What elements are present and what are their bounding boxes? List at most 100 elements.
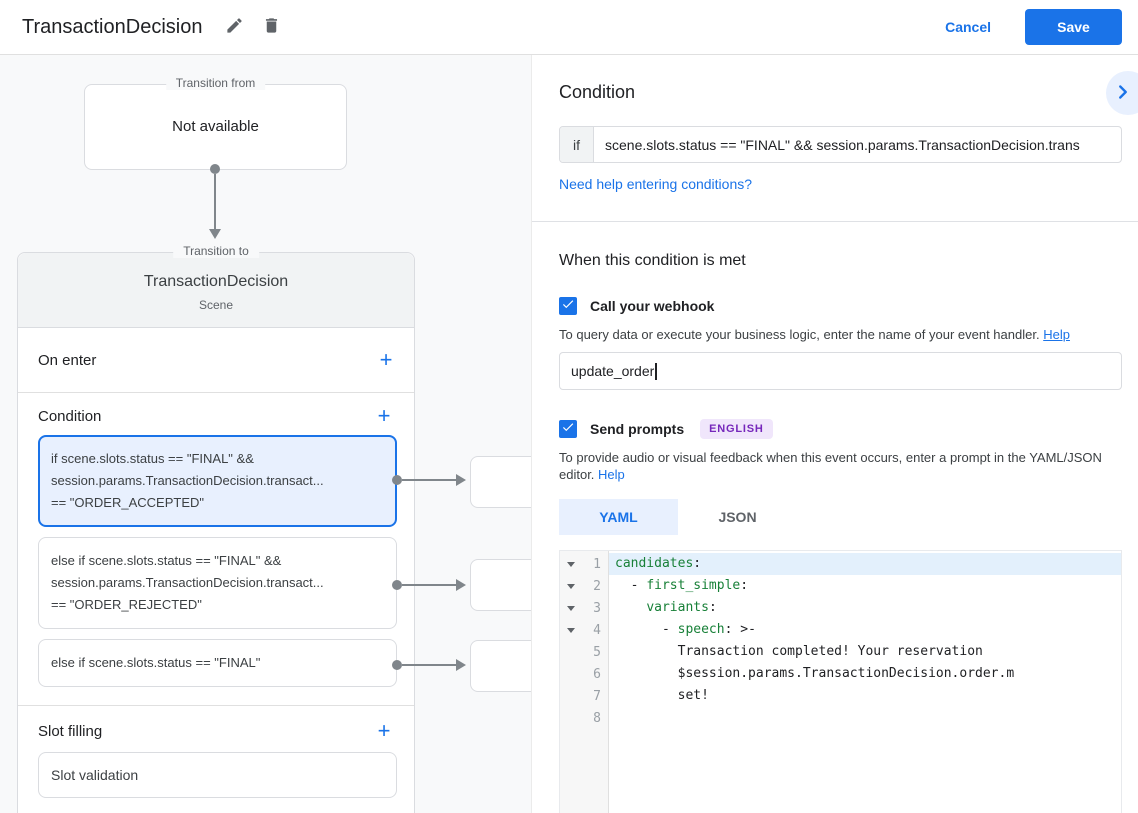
connector-line [214, 174, 216, 230]
add-condition-button[interactable]: + [371, 403, 397, 429]
line-number: 3 [593, 600, 601, 616]
transition-from-value: Not available [172, 118, 259, 135]
language-badge: ENGLISH [700, 419, 773, 439]
condition-line: == "ORDER_ACCEPTED" [51, 495, 204, 510]
scene-diagram: Transition from Not available Transition… [0, 55, 531, 813]
conditions-help-link[interactable]: Need help entering conditions? [559, 176, 753, 192]
line-number: 7 [593, 688, 601, 704]
edit-scene-button[interactable] [216, 10, 253, 44]
code-token-plain: set! [615, 688, 709, 703]
add-on-enter-button[interactable]: + [373, 347, 399, 373]
fold-arrow-icon[interactable] [567, 583, 575, 589]
arrow-down-icon [209, 229, 221, 239]
condition-expression-value[interactable]: scene.slots.status == "FINAL" && session… [605, 136, 1080, 153]
slot-validation-card[interactable]: Slot validation [38, 752, 397, 798]
prompts-description-text: To provide audio or visual feedback when… [559, 450, 1102, 482]
webhook-description: To query data or execute your business l… [559, 326, 1122, 343]
code-line-6[interactable]: 6 $session.params.TransactionDecision.or… [560, 663, 1121, 685]
condition-detail-panel: Condition if scene.slots.status == "FINA… [531, 55, 1138, 813]
content: Transition from Not available Transition… [0, 55, 1138, 813]
if-prefix: if [560, 127, 594, 162]
webhook-checkbox[interactable] [559, 297, 577, 315]
pencil-icon [225, 16, 244, 38]
condition-3-dot [392, 660, 402, 670]
line-number: 4 [593, 622, 601, 638]
slot-filling-head: Slot filling + [38, 712, 397, 750]
scene-name: TransactionDecision [143, 273, 289, 290]
trash-icon [262, 16, 281, 38]
code-text: Transaction completed! Your reservation [609, 641, 1121, 663]
condition-card-accepted[interactable]: if scene.slots.status == "FINAL" && sess… [38, 435, 397, 527]
collapse-panel-button[interactable] [1106, 71, 1138, 115]
condition-card-final[interactable]: else if scene.slots.status == "FINAL" [38, 639, 397, 687]
delete-scene-button[interactable] [253, 10, 290, 44]
condition-line: else if scene.slots.status == "FINAL" && [51, 553, 282, 568]
code-line-7[interactable]: 7 set! [560, 685, 1121, 707]
condition-card-rejected[interactable]: else if scene.slots.status == "FINAL" &&… [38, 537, 397, 629]
editor-format-tabs: YAML JSON [559, 499, 1122, 535]
condition-expression-field[interactable]: if scene.slots.status == "FINAL" && sess… [559, 126, 1122, 163]
prompts-help-link[interactable]: Help [598, 467, 625, 482]
tab-json[interactable]: JSON [718, 509, 757, 525]
condition-2-line [402, 584, 456, 586]
code-token-plain: Transaction completed! Your reservation [615, 644, 983, 659]
gutter-cell: 2 [560, 579, 609, 594]
transition-from-label: Transition from [165, 76, 266, 90]
when-condition-met-title: When this condition is met [559, 252, 746, 269]
code-text: - speech: >- [609, 619, 1121, 641]
condition-2-dot [392, 580, 402, 590]
code-token-plain: : >- [724, 622, 756, 637]
transition-target-box-1[interactable] [470, 456, 531, 508]
prompts-checkbox[interactable] [559, 420, 577, 438]
condition-line: else if scene.slots.status == "FINAL" [51, 655, 261, 670]
transition-target-box-2[interactable] [470, 559, 531, 611]
page-title: TransactionDecision [22, 15, 203, 38]
code-line-4[interactable]: 4 - speech: >- [560, 619, 1121, 641]
transition-target-box-3[interactable] [470, 640, 531, 692]
text-caret [655, 362, 657, 380]
line-number: 5 [593, 644, 601, 660]
condition-line: == "ORDER_REJECTED" [51, 597, 202, 612]
condition-section: Condition + if scene.slots.status == "FI… [18, 393, 414, 706]
scene-card-header[interactable]: TransactionDecision Scene [18, 253, 414, 328]
gutter-cell: 6 [560, 667, 609, 682]
editor-gutter [560, 551, 609, 813]
code-line-8[interactable]: 8 [560, 707, 1121, 729]
code-text: set! [609, 685, 1121, 707]
condition-3-line [402, 664, 456, 666]
save-button[interactable]: Save [1025, 9, 1122, 45]
condition-line: session.params.TransactionDecision.trans… [51, 473, 324, 488]
fold-arrow-icon[interactable] [567, 605, 575, 611]
cancel-button[interactable]: Cancel [945, 19, 991, 35]
code-line-5[interactable]: 5 Transaction completed! Your reservatio… [560, 641, 1121, 663]
prompts-checkbox-row: Send prompts ENGLISH [559, 419, 1122, 439]
code-line-3[interactable]: 3 variants: [560, 597, 1121, 619]
transition-to-label: Transition to [173, 244, 259, 258]
event-handler-input[interactable]: update_order [559, 352, 1122, 390]
fold-arrow-icon[interactable] [567, 561, 575, 567]
webhook-description-text: To query data or execute your business l… [559, 327, 1040, 342]
add-slot-button[interactable]: + [371, 718, 397, 744]
prompts-description: To provide audio or visual feedback when… [559, 449, 1122, 483]
gutter-cell: 4 [560, 623, 609, 638]
line-number: 6 [593, 666, 601, 682]
condition-section-head: Condition + [38, 397, 397, 435]
event-handler-value: update_order [571, 363, 655, 379]
line-number: 8 [593, 710, 601, 726]
code-token-plain: $session.params.TransactionDecision.orde… [615, 666, 1015, 681]
condition-section-label: Condition [38, 407, 102, 425]
webhook-help-link[interactable]: Help [1043, 327, 1070, 342]
condition-line: session.params.TransactionDecision.trans… [51, 575, 324, 590]
gutter-cell: 5 [560, 645, 609, 660]
section-divider [532, 221, 1138, 222]
checkmark-icon [561, 297, 575, 316]
code-line-2[interactable]: 2 - first_simple: [560, 575, 1121, 597]
tab-yaml[interactable]: YAML [559, 499, 678, 535]
top-bar-actions: Cancel Save [945, 9, 1122, 45]
connector-dot [210, 164, 220, 174]
code-token-key: speech [677, 622, 725, 637]
on-enter-row[interactable]: On enter + [18, 328, 414, 393]
fold-arrow-icon[interactable] [567, 627, 575, 633]
